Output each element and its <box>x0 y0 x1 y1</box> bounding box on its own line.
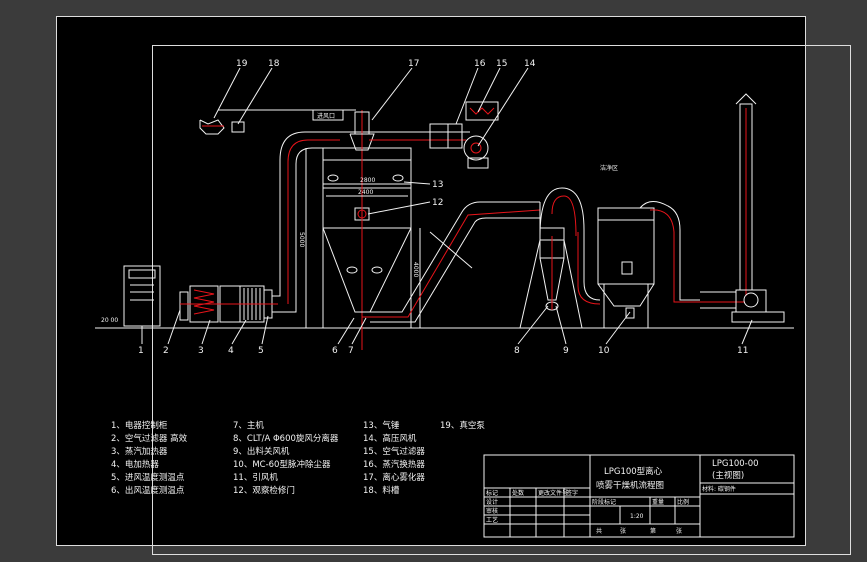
legend-item-6: 6、出风温度测温点 <box>111 485 185 496</box>
callout-15: 15 <box>496 59 507 69</box>
dimension-lines: 2800 2400 5000 4000 <box>298 148 421 328</box>
legend-item-14: 14、高压风机 <box>363 433 417 444</box>
callout-17: 17 <box>408 59 419 69</box>
dust-collector: 洁净区 <box>577 164 745 328</box>
legend-item-9: 9、出料关风机 <box>233 446 290 457</box>
callout-11: 11 <box>737 346 748 356</box>
legend-item-11: 11、引风机 <box>233 472 278 483</box>
tb-col-3: 更改文件号 <box>538 489 568 497</box>
dim-5000: 5000 <box>298 232 305 247</box>
callout-leaders <box>141 67 753 345</box>
legend-item-16: 16、蒸汽换热器 <box>363 459 425 470</box>
tb-footer-2: 张 <box>620 527 626 535</box>
callout-16: 16 <box>474 59 486 69</box>
inlet-duct <box>272 131 420 313</box>
legend-item-1: 1、电器控制柜 <box>111 420 168 431</box>
tb-scale: 1:20 <box>630 513 644 520</box>
clean-area-label: 洁净区 <box>600 164 618 172</box>
high-pressure-fan-group <box>369 101 499 169</box>
tb-mid-1: 阶段标记 <box>592 498 616 506</box>
outlet-duct <box>355 201 541 323</box>
drawing-number: LPG100-00 <box>712 459 759 469</box>
tb-col-1: 标记 <box>486 489 498 497</box>
drawing-title-2: 喷雾干燥机流程图 <box>596 480 664 491</box>
dim-2400: 2400 <box>358 189 373 196</box>
legend-item-19: 19、真空泵 <box>440 420 485 431</box>
tb-mid-2: 重量 <box>652 498 664 506</box>
tb-footer-3: 第 <box>650 527 656 535</box>
callout-19: 19 <box>236 59 248 69</box>
legend-item-12: 12、观察检修门 <box>233 485 295 496</box>
callout-5: 5 <box>258 346 264 356</box>
legend-item-18: 18、料槽 <box>363 485 400 496</box>
material-label: 材料: 碳钢件 <box>702 485 736 493</box>
heater-assembly <box>179 285 278 323</box>
legend-item-13: 13、气锤 <box>363 420 400 431</box>
tb-col-2: 处数 <box>512 489 524 497</box>
callout-10: 10 <box>598 346 610 356</box>
legend-item-2: 2、空气过滤器 高效 <box>111 433 188 444</box>
legend-item-7: 7、主机 <box>233 420 264 431</box>
callout-14: 14 <box>524 59 536 69</box>
title-block: LPG100型离心 喷雾干燥机流程图 LPG100-00 (主视图) 材料: 碳… <box>483 454 795 538</box>
legend-item-3: 3、蒸汽加热器 <box>111 446 168 457</box>
callout-1: 1 <box>138 346 144 356</box>
drawing-title-1: LPG100型离心 <box>604 466 663 477</box>
callout-4: 4 <box>228 346 234 356</box>
legend-item-8: 8、CLT/A Φ600旋风分离器 <box>233 433 339 444</box>
callout-numbers: 1 2 3 4 5 6 7 8 9 10 11 12 13 14 15 16 1… <box>138 59 748 356</box>
dim-4000: 4000 <box>412 262 419 277</box>
callout-7: 7 <box>348 346 354 356</box>
legend-item-4: 4、电加热器 <box>111 459 159 470</box>
tb-footer-4: 张 <box>676 527 682 535</box>
electrical-cabinet: 20 00 <box>101 265 161 327</box>
tb-row-2: 审核 <box>486 507 498 515</box>
main-dryer: 进风口 <box>312 109 412 350</box>
legend-item-15: 15、空气过滤器 <box>363 446 425 457</box>
small-label: 20 00 <box>101 317 118 324</box>
parts-legend: 1、电器控制柜 2、空气过滤器 高效 3、蒸汽加热器 4、电加热器 5、进风温度… <box>111 420 485 496</box>
drawing-sheet <box>56 16 851 555</box>
tb-row-3: 工艺 <box>486 516 498 524</box>
tb-row-1: 设计 <box>486 498 498 506</box>
air-inlet-label: 进风口 <box>317 112 335 120</box>
callout-9: 9 <box>563 346 569 356</box>
callout-13: 13 <box>432 180 443 190</box>
vacuum-pump <box>199 109 356 135</box>
cyclone-separator <box>519 187 585 329</box>
callout-12: 12 <box>432 198 443 208</box>
callout-8: 8 <box>514 346 520 356</box>
drawing-view: (主视图) <box>712 470 744 481</box>
callout-2: 2 <box>163 346 169 356</box>
legend-item-5: 5、进风温度测温点 <box>111 472 185 483</box>
legend-item-10: 10、MC-60型脉冲除尘器 <box>233 459 331 470</box>
tb-col-4: 签字 <box>566 489 578 497</box>
tb-mid-3: 比例 <box>677 498 689 506</box>
callout-6: 6 <box>332 346 338 356</box>
legend-item-17: 17、离心雾化器 <box>363 472 425 483</box>
tb-footer-1: 共 <box>596 527 602 535</box>
dim-2800: 2800 <box>360 177 375 184</box>
callout-3: 3 <box>198 346 204 356</box>
exhaust-fan-chimney <box>700 93 785 323</box>
callout-18: 18 <box>268 59 280 69</box>
